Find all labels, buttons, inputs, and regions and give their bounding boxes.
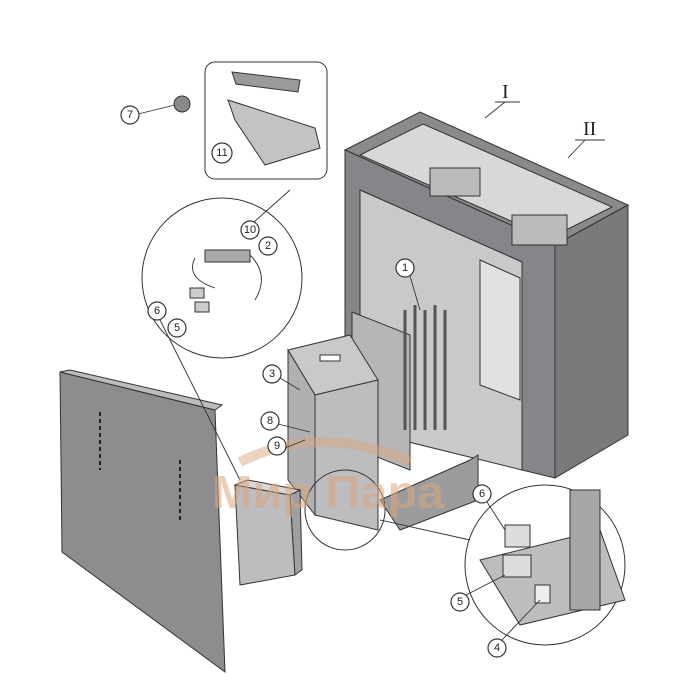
knob-part: [173, 95, 191, 113]
svg-text:11: 11: [216, 147, 227, 159]
callout-2: 2: [258, 236, 278, 256]
callout-7: 7: [120, 104, 176, 125]
svg-text:5: 5: [174, 322, 180, 334]
svg-text:5: 5: [457, 596, 463, 608]
callout-5-relay: 5: [450, 574, 506, 612]
wiring-detail-bubble: [141, 197, 303, 359]
svg-text:8: 8: [267, 415, 273, 427]
control-unit: [233, 479, 303, 586]
callout-5-wiring: 5: [167, 318, 187, 338]
zoom-source-circle: [304, 469, 386, 551]
tray-detail-bubble: [204, 61, 328, 180]
svg-text:I: I: [502, 81, 509, 103]
svg-text:4: 4: [494, 642, 500, 654]
callout-4: 4: [487, 599, 541, 658]
callout-6-relay: 6: [472, 484, 506, 531]
callout-10: 10: [240, 220, 260, 240]
svg-text:6: 6: [479, 488, 485, 500]
callout-1: 1: [395, 258, 421, 311]
control-cover: [287, 334, 379, 531]
section-marker-2: II: [567, 118, 605, 159]
svg-text:9: 9: [274, 440, 280, 452]
svg-text:3: 3: [269, 368, 275, 380]
svg-text:1: 1: [402, 262, 408, 274]
watermark: Мир Пара: [212, 466, 444, 518]
watermark-logo-arc: [237, 437, 413, 467]
svg-text:2: 2: [265, 240, 271, 252]
callout-8: 8: [260, 411, 311, 433]
section-marker-1: I: [484, 81, 520, 119]
svg-text:6: 6: [154, 305, 160, 317]
callout-6-wiring: 6: [147, 301, 167, 321]
callout-9: 9: [267, 436, 306, 456]
svg-text:10: 10: [244, 224, 256, 236]
front-door-panel: [59, 369, 226, 674]
svg-text:II: II: [583, 118, 596, 140]
svg-text:7: 7: [127, 109, 133, 121]
relay-detail-bubble: [464, 484, 626, 646]
callout-3: 3: [262, 364, 301, 391]
callout-11: 11: [211, 142, 233, 164]
